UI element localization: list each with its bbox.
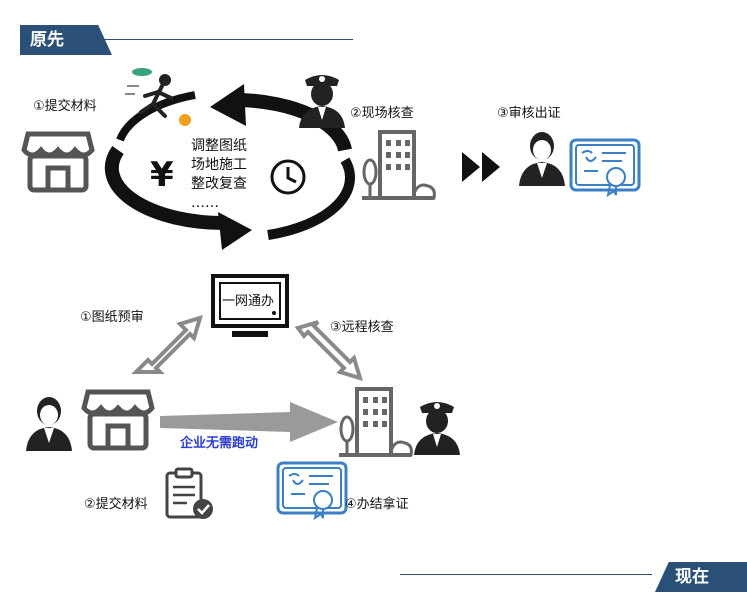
after-tag: 现在	[655, 562, 747, 592]
building-icon	[362, 130, 436, 200]
after-step3-label: ③远程核查	[330, 320, 394, 335]
shop-icon	[21, 131, 95, 193]
clipboard-check-icon	[165, 467, 213, 519]
person-icon	[519, 132, 565, 186]
before-step3-label: ③审核出证	[497, 106, 561, 121]
before-divider	[100, 39, 353, 40]
yen-icon: ¥	[150, 155, 174, 195]
running-person-icon	[125, 68, 191, 126]
officer-icon	[299, 75, 345, 128]
certificate-icon	[569, 138, 641, 198]
clock-icon	[270, 159, 306, 195]
building-icon	[339, 387, 413, 457]
after-step4-label: ④办结拿证	[345, 497, 409, 512]
note-item: 场地施工	[191, 157, 247, 173]
double-arrow-icon	[462, 152, 500, 182]
person-icon	[26, 397, 72, 451]
after-divider	[400, 574, 652, 575]
monitor-text: 一网通办	[222, 294, 275, 309]
certificate-icon	[276, 461, 348, 521]
shop-icon	[81, 389, 155, 451]
after-step2-label: ②提交材料	[84, 497, 148, 512]
before-notes: 调整图纸 场地施工 整改复查 ……	[191, 137, 247, 213]
after-step1-label: ①图纸预审	[80, 310, 144, 325]
before-step1-label: ①提交材料	[33, 99, 97, 114]
officer-icon	[414, 402, 460, 455]
before-tag: 原先	[20, 25, 112, 55]
no-trip-text: 企业无需跑动	[180, 436, 259, 451]
note-item: ……	[191, 195, 219, 211]
before-step2-label: ②现场核查	[350, 106, 414, 121]
note-item: 整改复查	[191, 176, 247, 192]
monitor-icon	[211, 274, 289, 337]
horizontal-arrow	[160, 402, 338, 442]
note-item: 调整图纸	[191, 138, 247, 154]
